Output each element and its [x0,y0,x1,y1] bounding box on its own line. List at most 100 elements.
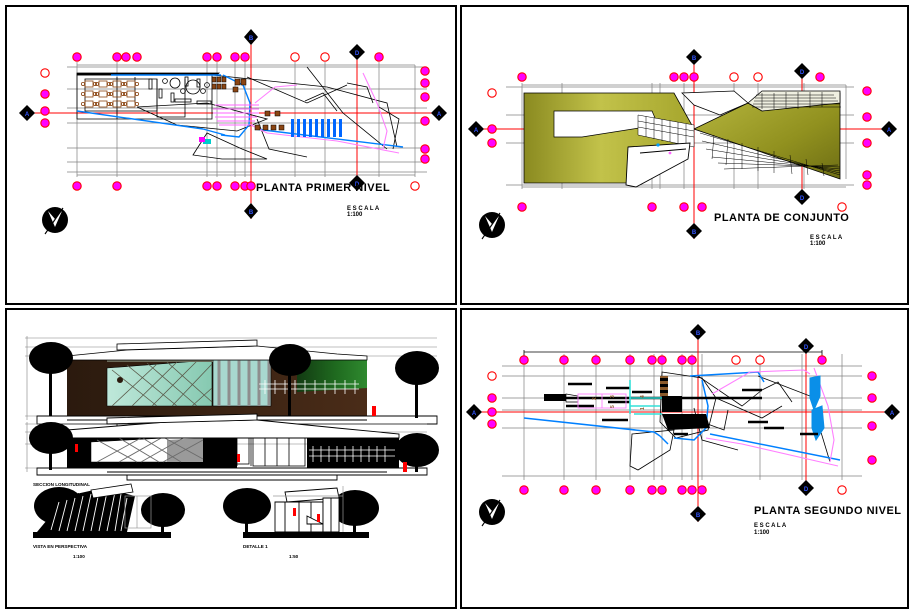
section-marker-left[interactable]: A [19,105,35,121]
scale-figure [372,406,376,416]
ground-slab [36,467,428,481]
black-core-blocks [544,376,710,430]
section-marker-bottom[interactable]: B [690,506,706,522]
section-marker-top[interactable]: B [686,49,702,65]
perspective-view-left: VISTA EN PERSPECTIVA 1:100 [33,483,185,559]
grid-bubbles-bottom[interactable] [517,202,847,212]
grid-bubbles-right[interactable] [867,371,877,465]
roof-slat-hatch [752,92,841,109]
section-marker-right[interactable]: A [431,105,447,121]
grid-bubbles-bottom[interactable] [519,485,847,495]
svg-text:A: A [25,112,30,118]
panel-planta-segundo-nivel[interactable]: 2 3 5 4 1 [460,308,909,609]
section-marker-bottom[interactable]: B [686,223,702,239]
tree-silhouettes [29,342,439,418]
section-marker-top[interactable]: B [690,324,706,340]
roof-canopy [66,339,368,361]
scale-figure [293,508,296,516]
room-label: 2 [592,397,598,400]
corridor-hatch [213,104,259,126]
grid-bubbles-left[interactable] [487,371,497,429]
svg-text:B: B [696,331,701,337]
section-marker-right[interactable]: A [881,121,897,137]
grid-bubbles-top[interactable] [517,72,825,82]
room-label: 5 [610,405,616,408]
elevation-4-label: DETALLE 1 [243,544,268,549]
scale-figure [403,462,407,472]
section-marker-left[interactable]: A [466,404,482,420]
panel-title: PLANTA DE CONJUNTO [714,212,849,224]
north-arrow-icon [42,207,68,235]
svg-text:D: D [800,70,805,76]
scale-value: 1:100 [347,212,363,218]
mullions [217,360,271,406]
frame-lines [124,495,152,529]
cafe-furniture [254,110,285,131]
section-marker-lower-right[interactable]: D [798,480,814,496]
grid-bubbles-top[interactable] [72,52,384,62]
detail-view-right: DETALLE 1 1:50 [223,486,379,559]
svg-text:A: A [890,411,895,417]
diagrid-section [96,436,204,463]
furniture-tables [81,80,139,108]
building-ribs [50,491,128,532]
panel-title: PLANTA SEGUNDO NIVEL [754,505,902,517]
svg-text:D: D [355,182,360,188]
elevation-section-bw: SECCION LONGITUDINAL 1:100 [25,413,439,497]
room-label: 3 [610,395,616,398]
scale-label: E S C A L A [810,235,843,241]
section-marker-bottom[interactable]: B [244,203,258,219]
seating-hatch [309,446,395,462]
scale-label: E S C A L A [347,206,380,212]
grid-bubbles-right[interactable] [420,66,430,164]
grid-bubbles-top[interactable] [519,355,827,365]
frame-lines [273,486,344,532]
section-marker-upper-right[interactable]: D [798,338,814,354]
grid-lines [502,354,862,480]
scale-value: 1:100 [810,241,826,247]
panel-title: PLANTA PRIMER NIVEL [256,182,390,194]
section-marker-right[interactable]: A [884,404,900,420]
canopy-outline [90,483,134,499]
elevation-2-label: SECCION LONGITUDINAL [33,482,90,487]
panel-planta-primer-nivel[interactable]: B B D D A A [5,5,457,305]
scale-value: 1:100 [754,530,770,536]
tree-silhouettes [29,422,439,472]
grid-bubbles-bottom[interactable] [72,181,420,191]
section-marker-upper-right[interactable]: D [794,63,810,79]
svg-text:B: B [696,513,701,519]
grid-bubbles-left[interactable] [40,68,50,128]
svg-text:A: A [437,112,442,118]
scale-figure [75,444,78,452]
svg-text:B: B [692,56,697,62]
section-marker-top[interactable]: B [244,29,258,45]
section-marker-left[interactable]: A [468,121,484,137]
dimension-frame [523,350,823,356]
blue-shape-right [809,375,825,442]
panel-planta-de-conjunto[interactable]: B B D D A A [460,5,909,305]
panel-elevaciones-secciones[interactable]: ELEVACION FRONTAL 1:100 [5,308,457,609]
svg-text:B: B [249,210,254,216]
svg-text:D: D [355,51,360,57]
svg-text:B: B [249,36,254,42]
svg-text:A: A [474,128,479,134]
room-label: 1 [640,407,646,410]
svg-text:A: A [472,411,477,417]
walkway-wedge [625,142,691,188]
interior-partitions [204,434,306,467]
north-arrow-icon [479,212,505,240]
facade-louvres [259,380,359,394]
elevation-3-scale: 1:100 [73,554,85,559]
elevation-3-label: VISTA EN PERSPECTIVA [33,544,88,549]
scale-figure [317,514,320,522]
section-marker-upper-right[interactable]: D [349,44,365,60]
svg-text:D: D [804,345,809,351]
grid-bubbles-left[interactable] [487,88,497,148]
section-marker-lower-right[interactable]: D [794,189,810,205]
terrace-slat-hatch [699,132,841,177]
grid-bubbles-right[interactable] [862,86,872,190]
section-marker-lower-right[interactable]: D [349,175,365,191]
scale-figure [237,454,240,462]
elevation-4-scale: 1:50 [289,554,299,559]
